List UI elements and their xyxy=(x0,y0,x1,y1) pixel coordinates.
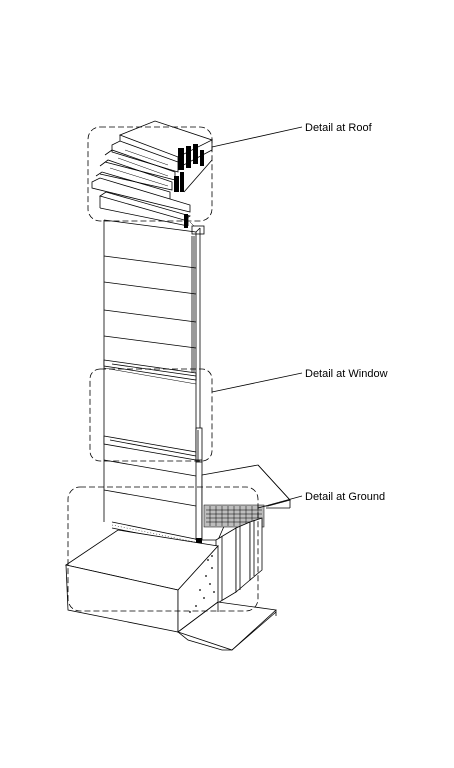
gravel-fill xyxy=(203,504,265,528)
ground-leader-line xyxy=(257,495,303,509)
window-detail-boundary xyxy=(89,368,213,462)
ground-detail-label: Detail at Ground xyxy=(305,491,385,503)
window-detail-label: Detail at Window xyxy=(305,368,388,380)
roof-detail-boundary xyxy=(87,126,213,222)
ground-assembly xyxy=(65,464,291,651)
roof-detail-label: Detail at Roof xyxy=(305,122,373,134)
wall-column xyxy=(103,219,203,540)
foundation-block xyxy=(65,529,277,651)
roof-assembly xyxy=(91,120,214,235)
window-leader-line xyxy=(211,372,303,393)
ground-detail-boundary xyxy=(67,486,259,612)
roof-leader-line xyxy=(211,126,303,148)
